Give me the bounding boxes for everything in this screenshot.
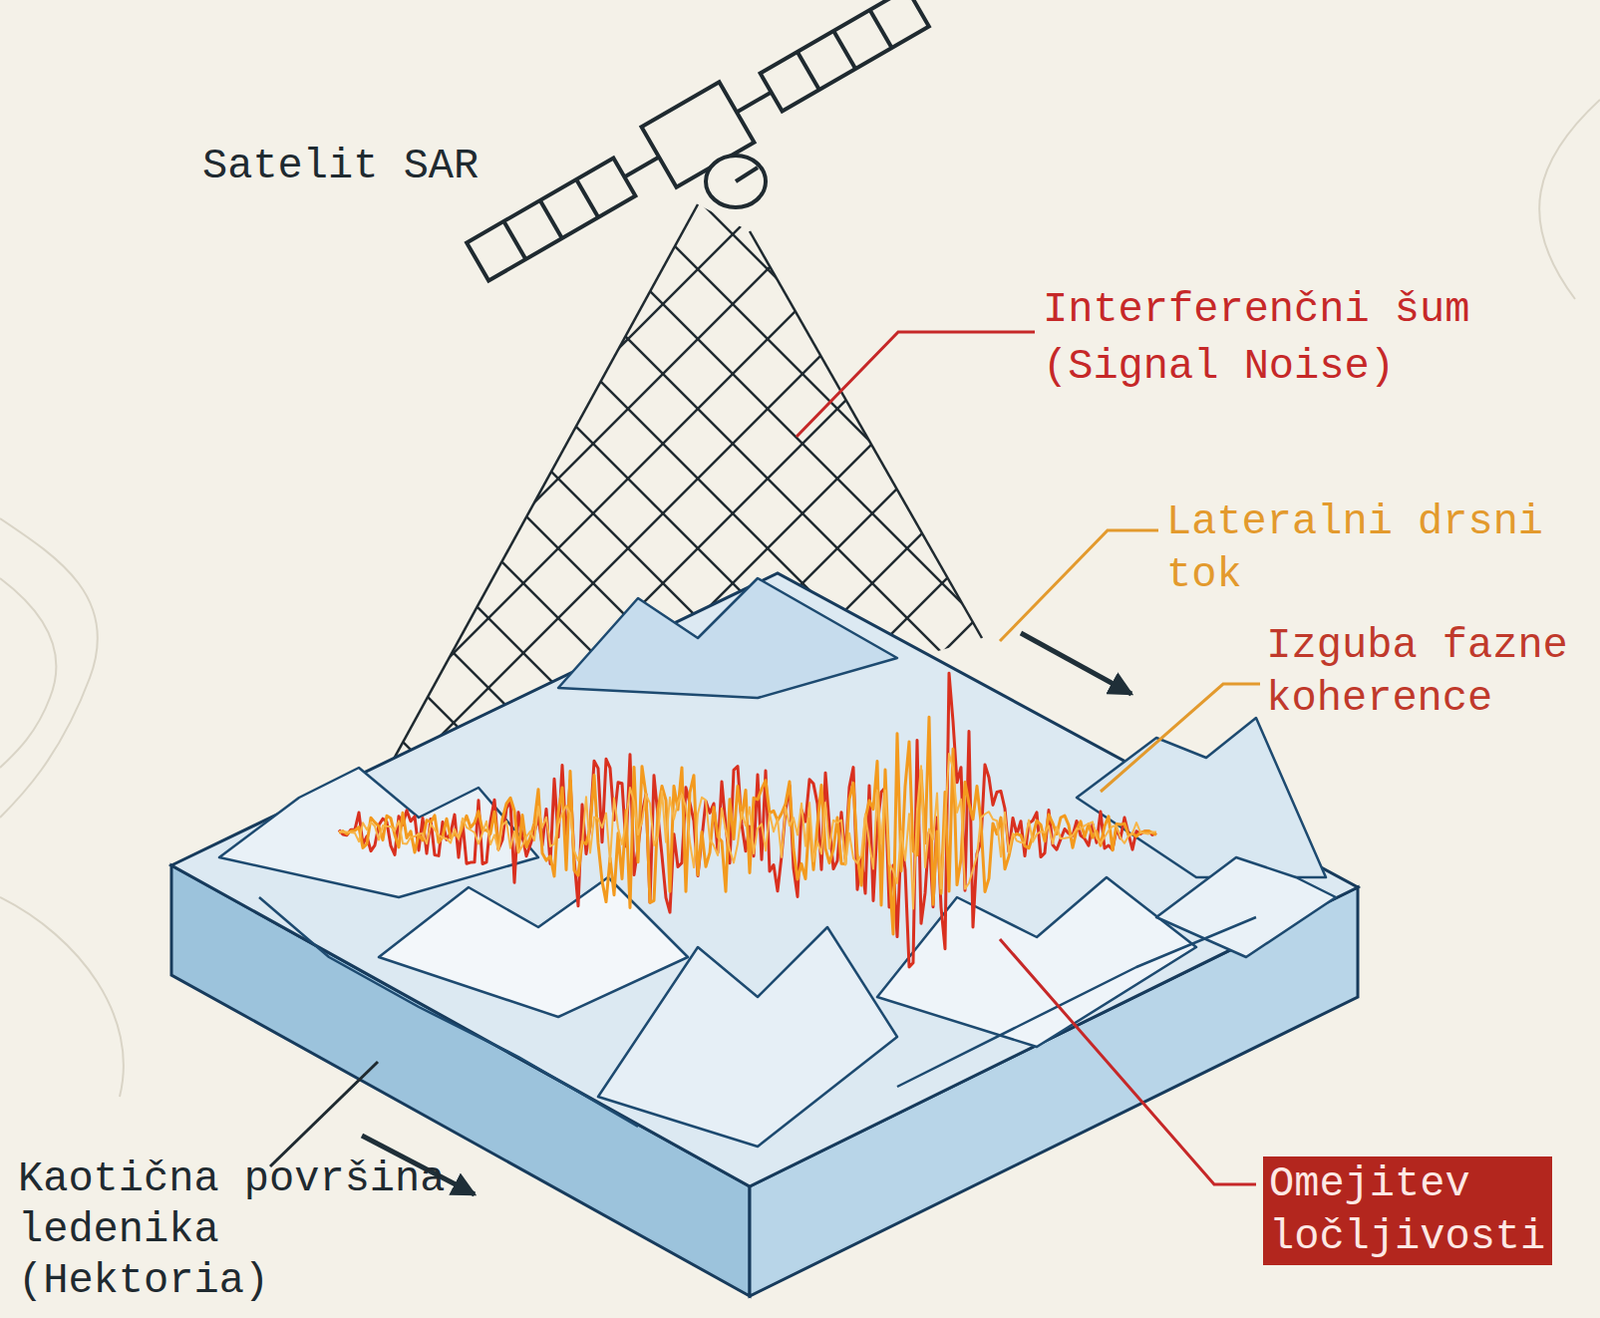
surface-label: Kaotična površina ledenika (Hektoria) — [17, 1154, 471, 1308]
ice-peaks — [219, 578, 1336, 1147]
beam-grid — [0, 149, 230, 848]
coherence-label: Izguba fazne koherence — [1266, 620, 1594, 725]
beam-grid — [0, 149, 260, 848]
satellite-label: Satelit SAR — [202, 139, 479, 195]
beam-grid — [0, 149, 469, 848]
noise-wave — [338, 672, 1157, 967]
beam-grid — [1026, 149, 1600, 848]
noise-wave — [338, 753, 1157, 910]
flow-label: Lateralni drsni tok — [1166, 496, 1569, 602]
leader-lines — [270, 331, 1261, 1185]
noise-signal — [338, 672, 1157, 967]
beam-grid — [0, 149, 300, 848]
noise-label: Interferenčni šum (Signal Noise) — [1042, 282, 1496, 395]
beam-grid — [0, 149, 439, 848]
highlight-box: Omejitev ločljivosti — [1263, 1156, 1553, 1266]
highlight-text: Omejitev ločljivosti — [1269, 1158, 1546, 1264]
beam-grid — [0, 149, 329, 848]
flow-arrows — [361, 633, 1132, 1195]
beam-grid — [0, 149, 399, 848]
beam-grid — [0, 149, 369, 848]
beam-grid — [0, 149, 160, 848]
noise-wave — [338, 716, 1157, 935]
beam-grid — [1136, 149, 1600, 848]
beam-grid — [1066, 149, 1600, 848]
satellite — [460, 0, 937, 293]
